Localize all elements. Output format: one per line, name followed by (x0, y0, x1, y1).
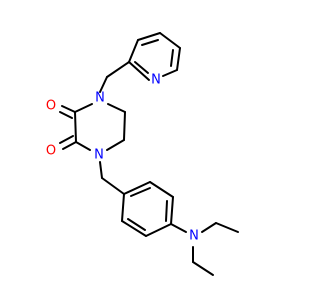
bond-pyr-c6-n (162, 69, 178, 77)
bond-bz-c5-c6-inner (127, 218, 146, 231)
bond-c2-o-lower-double (59, 135, 74, 144)
bond-bz-c1-c2 (123, 181, 151, 195)
bond-pyr-c3-c4 (137, 32, 161, 41)
bond-c6-c5 (123, 111, 126, 141)
atom-labels: N N N N O O (46, 73, 199, 244)
bond-bz-c3-c4-inner (165, 200, 168, 222)
bond-n-upper-c3 (74, 103, 93, 113)
bond-c3-o-upper-double (59, 111, 73, 119)
bond-pyr-c5-c6 (176, 47, 181, 71)
bond-c2-ch2 (106, 61, 130, 78)
bond-pyr-n-c2 (128, 61, 150, 81)
bond-n-amine-ch2-right (201, 222, 217, 233)
bond-c2-o-lower (62, 141, 77, 150)
bond-bz-c4-c5 (145, 223, 172, 237)
bond-c3-o-upper (61, 105, 76, 113)
bond-n-lower-c6 (106, 139, 125, 151)
bond-bz-c6-c1 (121, 193, 125, 222)
bond-ch2-ch3-down (192, 261, 214, 276)
atom-label-o-lower: O (46, 144, 56, 159)
atom-label-n-amine: N (189, 229, 199, 244)
bond-pyr-c3-c4-inner (141, 39, 159, 46)
atom-label-n-pyridine: N (151, 73, 161, 88)
bond-c3-c2 (74, 111, 77, 143)
molecule-structure: N N N N O O (0, 0, 300, 300)
atom-label-n-upper: N (95, 91, 105, 106)
bond-bz-c2-c3 (149, 181, 174, 198)
bond-bz-c1-c2-inner (130, 187, 151, 197)
bond-pyr-c2-c3 (128, 39, 139, 63)
bond-n-lower-ch2 (99, 161, 103, 179)
bond-pyr-c4-c5 (159, 32, 181, 49)
bond-bz-n-amine (170, 223, 187, 233)
bond-ch2-n-upper (99, 76, 108, 93)
bond-pyr-c5-c6-inner (170, 49, 174, 67)
bond-bz-c3-c4 (170, 196, 174, 225)
canvas-background (0, 0, 300, 300)
bonds (59, 32, 239, 276)
bond-pyr-n-c2-inner (134, 61, 149, 74)
bond-ch2-benzene (101, 177, 125, 195)
atom-label-n-lower: N (94, 148, 104, 163)
bond-bz-c5-c6 (121, 220, 147, 237)
bond-c5-n-upper (107, 103, 126, 113)
bond-ch2-ch3-right (215, 222, 239, 233)
atom-label-o-upper: O (46, 99, 56, 114)
bond-c2-n-lower (75, 141, 91, 151)
